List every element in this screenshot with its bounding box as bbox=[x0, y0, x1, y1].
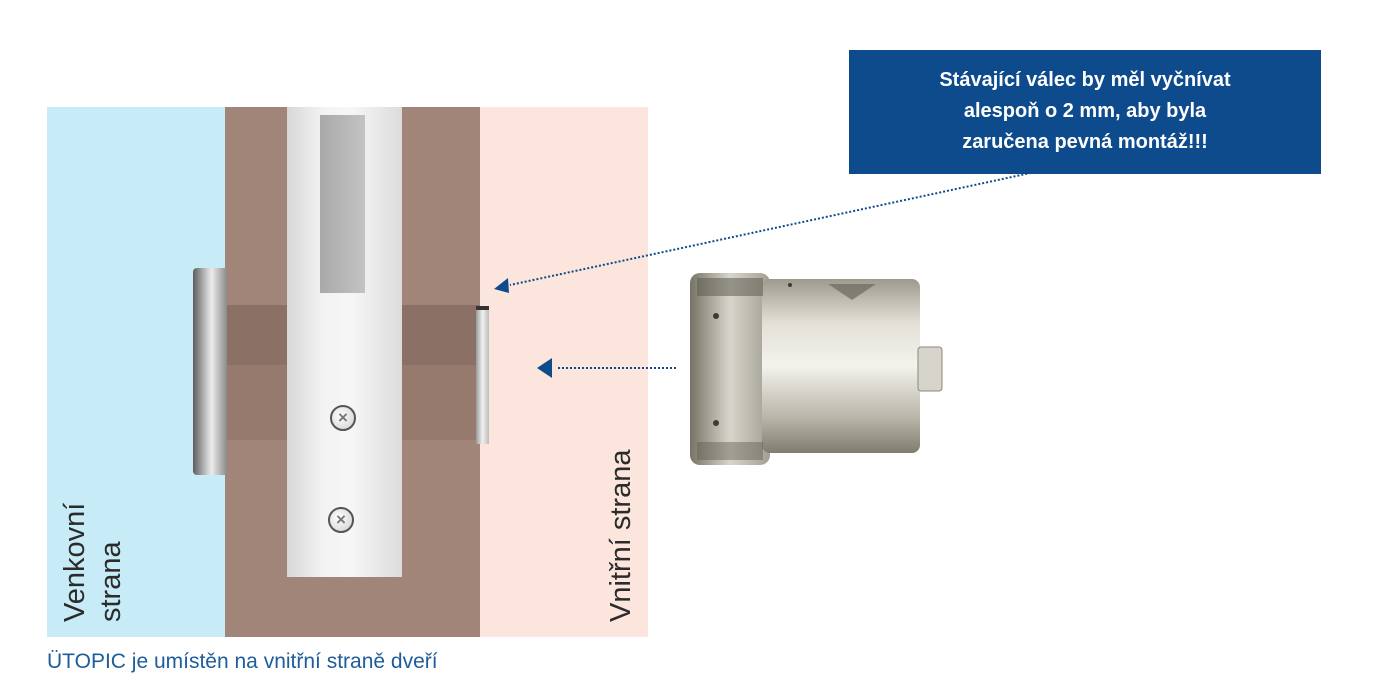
outside-side-label-line1: Venkovní bbox=[59, 502, 91, 622]
leader-arrowhead-icon bbox=[494, 278, 509, 293]
mounting-arrowhead-icon bbox=[537, 358, 552, 378]
screw-icon: × bbox=[328, 507, 354, 533]
inside-side-label: Vnitřní strana bbox=[605, 449, 637, 622]
diagram-caption: ÜTOPIC je umístěn na vnitřní straně dveř… bbox=[47, 650, 438, 673]
utopic-cap-icon bbox=[690, 273, 943, 465]
screw-icon: × bbox=[330, 405, 356, 431]
mounting-requirement-callout: Stávající válec by měl vyčnívat alespoň … bbox=[849, 50, 1321, 174]
existing-cylinder-outer-end bbox=[193, 268, 227, 475]
outside-side-label-line2: strana bbox=[95, 541, 127, 622]
callout-line-3: zaručena pevná montáž!!! bbox=[962, 131, 1208, 153]
lock-slot bbox=[320, 115, 365, 293]
callout-leader-line bbox=[509, 171, 1036, 286]
inside-side-area bbox=[480, 107, 648, 637]
callout-line-1: Stávající válec by měl vyčnívat bbox=[939, 69, 1231, 91]
existing-cylinder-protrusion bbox=[476, 306, 489, 444]
callout-line-2: alespoň o 2 mm, aby byla bbox=[963, 100, 1207, 122]
